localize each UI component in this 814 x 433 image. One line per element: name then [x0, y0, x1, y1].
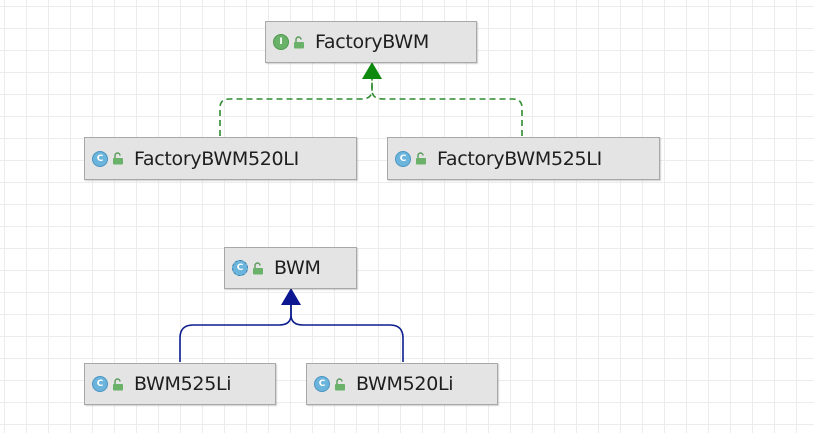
class-icon: C	[395, 150, 411, 167]
unlocked-icon	[113, 377, 123, 390]
node-label: BWM	[274, 257, 321, 279]
interface-icon: I	[273, 34, 289, 50]
node-factorybwm525li[interactable]: C FactoryBWM525LI	[387, 137, 660, 180]
node-label: BWM525Li	[134, 373, 232, 395]
class-icon: C	[314, 376, 330, 392]
unlocked-icon	[335, 377, 345, 390]
abstract-class-icon: C	[232, 260, 248, 276]
unlocked-icon	[416, 152, 426, 165]
class-icon: C	[92, 150, 108, 167]
unlocked-icon	[253, 261, 263, 274]
extends-edge-bwm525li	[179, 304, 292, 362]
node-label: FactoryBWM	[315, 31, 429, 53]
implements-edge-factorybwm520li	[219, 78, 373, 136]
unlocked-icon	[294, 35, 304, 48]
node-bwm520li[interactable]: C BWM520Li	[306, 363, 498, 405]
extends-edge-bwm520li	[290, 304, 404, 362]
node-factorybwm[interactable]: I FactoryBWM	[265, 21, 477, 63]
node-bwm525li[interactable]: C BWM525Li	[84, 363, 276, 405]
node-label: FactoryBWM525LI	[437, 147, 602, 170]
node-factorybwm520li[interactable]: C FactoryBWM520LI	[84, 137, 357, 180]
unlocked-icon	[113, 152, 123, 165]
extends-arrowhead	[281, 288, 301, 305]
class-icon: C	[92, 376, 108, 392]
node-bwm[interactable]: C BWM	[224, 247, 357, 289]
implements-edge-factorybwm525li	[371, 78, 523, 136]
implements-arrowhead	[362, 62, 382, 79]
node-label: FactoryBWM520LI	[134, 147, 299, 170]
node-label: BWM520Li	[356, 373, 454, 395]
